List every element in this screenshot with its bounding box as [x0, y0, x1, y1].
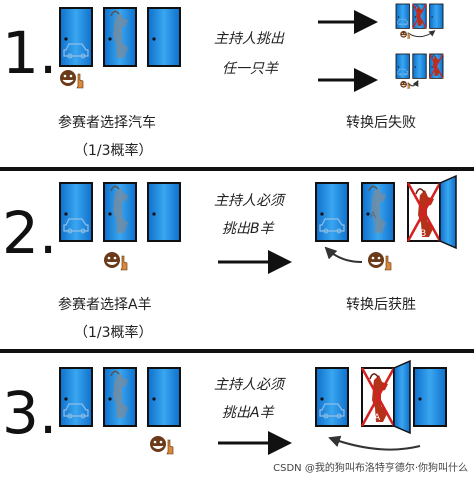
row-1: [59, 3, 444, 92]
row3-outcome: [315, 359, 447, 451]
row3-contestant-icon: [149, 435, 174, 455]
row3-door-a: [59, 367, 93, 427]
row3-number: 3.: [2, 379, 58, 447]
row3-host-text-2: 挑出A羊: [222, 405, 274, 421]
row1-right-caption: 转换后失败: [346, 115, 416, 131]
row1-host-text-1: 主持人挑出: [214, 31, 284, 47]
row2-door-b-letter: B: [420, 229, 426, 239]
row1-door-c: [147, 7, 181, 67]
row2-host-text-1: 主持人必须: [214, 193, 284, 209]
row1-number: 1.: [2, 19, 58, 87]
row2-contestant-icon: [103, 251, 128, 271]
row2-right-caption: 转换后获胜: [346, 297, 416, 313]
row2-door-a: [59, 182, 93, 242]
row2-left-caption: 参赛者选择A羊: [58, 297, 152, 313]
row1-door-a: [59, 7, 93, 67]
row1-outcome-bottom: [395, 53, 444, 89]
row1-sub-caption: （1/3概率）: [74, 143, 153, 159]
row2-sub-caption: （1/3概率）: [74, 325, 153, 341]
row1-outcome-top: [395, 3, 444, 39]
watermark: CSDN @我的狗叫布洛特亨德尔·你狗叫什么: [273, 463, 468, 474]
row2-door-b: [103, 182, 137, 242]
row-2: [59, 174, 457, 274]
row3-host-text-1: 主持人必须: [214, 377, 284, 393]
row3-door-b: [103, 367, 137, 427]
row2-host-text-2: 挑出B羊: [222, 221, 274, 237]
row3-door-c: [147, 367, 181, 427]
row2-number: 2.: [2, 199, 58, 267]
row-3: [59, 359, 447, 455]
row2-door-c: [147, 182, 181, 242]
separator-2: [0, 349, 474, 353]
row1-door-b: [103, 7, 137, 67]
row1-left-caption: 参赛者选择汽车: [58, 115, 156, 131]
row1-host-text-2: 任一只羊: [222, 61, 278, 77]
separator-1: [0, 167, 474, 171]
row2-door-a-letter: A: [370, 211, 377, 221]
row3-door-a-letter: A: [374, 413, 381, 423]
row1-contestant-icon: [59, 69, 84, 89]
row2-outcome: [315, 174, 457, 271]
